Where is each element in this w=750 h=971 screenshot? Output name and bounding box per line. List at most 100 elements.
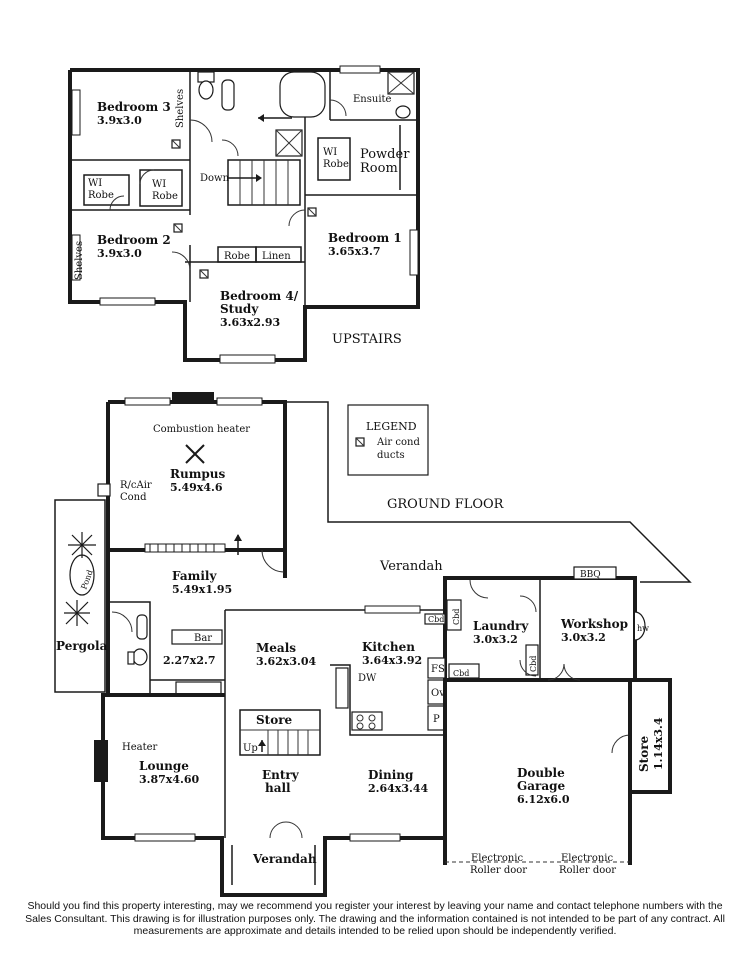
wi-robe-label: Robe <box>323 159 349 170</box>
window <box>409 229 419 276</box>
door-swing <box>221 139 239 157</box>
kitchen-name: Kitchen <box>362 640 415 654</box>
upstairs-plan: Bedroom 3 3.9x3.0 Shelves WI Robe WI Rob… <box>68 65 420 364</box>
staircase <box>239 709 321 756</box>
stair-treads <box>267 730 309 755</box>
bar-counter <box>171 629 223 645</box>
bedroom4-name: Bedroom 4/ <box>220 289 299 303</box>
laundry-size: 3.0x3.2 <box>473 633 518 646</box>
roller-door-label-line2: Roller door <box>559 865 616 876</box>
legend: LEGEND Air cond ducts <box>347 404 429 476</box>
workshop-size: 3.0x3.2 <box>561 631 606 644</box>
dining-name: Dining <box>368 768 414 782</box>
rc-air-label-line2: Cond <box>120 492 147 503</box>
bathroom-size: 2.27x2.7 <box>163 654 216 667</box>
dw-label: DW <box>358 673 377 684</box>
fridge-space <box>427 657 446 679</box>
shelves-label: Shelves <box>175 89 186 128</box>
bedroom3-name: Bedroom 3 <box>97 100 171 114</box>
cbd-cupboard <box>446 599 462 631</box>
arrow-head-icon <box>256 174 262 182</box>
side-store-name: Store <box>637 735 651 772</box>
ov-label: Ov <box>431 688 445 699</box>
window <box>134 833 196 842</box>
toilet-icon <box>198 80 214 100</box>
shelves-label: Shelves <box>74 241 85 280</box>
wi-robe-label: WI <box>88 178 102 189</box>
heater-icon <box>94 740 108 782</box>
arrow-head-icon <box>234 534 242 541</box>
wi-robe-closet <box>83 174 130 206</box>
bar-label: Bar <box>194 633 212 644</box>
store-label: Store <box>256 713 293 727</box>
side-store-wall <box>628 678 672 794</box>
cabinet-icon <box>175 681 222 695</box>
ceiling-fan-icon <box>185 444 205 464</box>
roller-door-label: Electronic <box>561 853 613 864</box>
window <box>71 234 81 281</box>
door-swing <box>563 663 581 681</box>
kitchen-bench <box>330 664 445 736</box>
bath-icon <box>279 71 326 118</box>
front-verandah <box>221 838 326 896</box>
pergola-label: Pergola <box>56 639 108 653</box>
verandah-outline <box>285 401 692 583</box>
workshop-name: Workshop <box>560 617 628 631</box>
door-swing <box>519 659 537 677</box>
wi-robe-label: WI <box>152 179 166 190</box>
ground-floor-plan: GROUND FLOOR Combustion heater Rumpus 5.… <box>54 392 692 897</box>
heater-label: Heater <box>122 742 158 753</box>
bedroom1-name: Bedroom 1 <box>328 231 402 245</box>
window <box>339 65 381 74</box>
cbd-label: Cbd <box>452 609 461 625</box>
air-cond-duct-icon <box>171 139 317 279</box>
cbd-label: Cbd <box>428 615 444 624</box>
cbd-label: Cbd <box>529 656 538 672</box>
window <box>124 397 171 406</box>
ensuite-label: Ensuite <box>353 94 392 105</box>
rumpus-name: Rumpus <box>170 467 226 481</box>
cbd-label: Cbd <box>453 669 469 678</box>
family-size: 5.49x1.95 <box>172 583 232 596</box>
door-swing <box>261 549 285 573</box>
bedroom1-size: 3.65x3.7 <box>328 245 381 258</box>
door-swing <box>109 195 125 211</box>
rc-air-cond-unit <box>97 483 111 497</box>
fs-label: FS <box>431 664 445 675</box>
p-label: P <box>433 714 440 725</box>
stair-treads <box>239 160 289 205</box>
garage-name: Double <box>517 766 565 780</box>
hot-water-icon <box>634 611 646 641</box>
bbq-icon <box>573 566 617 580</box>
verandah-label: Verandah <box>379 559 443 574</box>
kitchen-size: 3.64x3.92 <box>362 654 422 667</box>
plant-icon <box>64 600 90 626</box>
cbd-cupboard <box>448 663 480 679</box>
bedroom2-name: Bedroom 2 <box>97 233 171 247</box>
cooktop-icon <box>351 711 383 731</box>
garage-size: 6.12x6.0 <box>517 793 570 806</box>
window <box>216 397 263 406</box>
wi-robe-label: Robe <box>88 190 114 201</box>
dining-size: 2.64x3.44 <box>368 782 428 795</box>
powder-room-label: Powder <box>360 147 410 162</box>
rumpus-size: 5.49x4.6 <box>170 481 223 494</box>
door-swing <box>547 663 565 681</box>
sliding-door <box>144 543 226 553</box>
lounge-size: 3.87x4.60 <box>139 773 199 786</box>
rc-air-label: R/cAir <box>120 480 152 491</box>
roller-door-label: Electronic <box>471 853 523 864</box>
door-swing <box>469 579 489 599</box>
upstairs-heading: UPSTAIRS <box>332 332 402 347</box>
sink-icon <box>335 667 349 709</box>
side-store-size: 1.14x3.4 <box>652 717 665 770</box>
combustion-heater-label: Combustion heater <box>153 424 250 435</box>
window <box>71 89 81 136</box>
wi-robe-label: WI <box>323 147 337 158</box>
basin-icon <box>221 79 235 111</box>
toilet-icon <box>132 648 148 666</box>
door-swing <box>269 821 287 839</box>
window <box>349 833 401 842</box>
combustion-heater-icon <box>172 392 214 404</box>
robe-label: Robe <box>224 251 250 262</box>
